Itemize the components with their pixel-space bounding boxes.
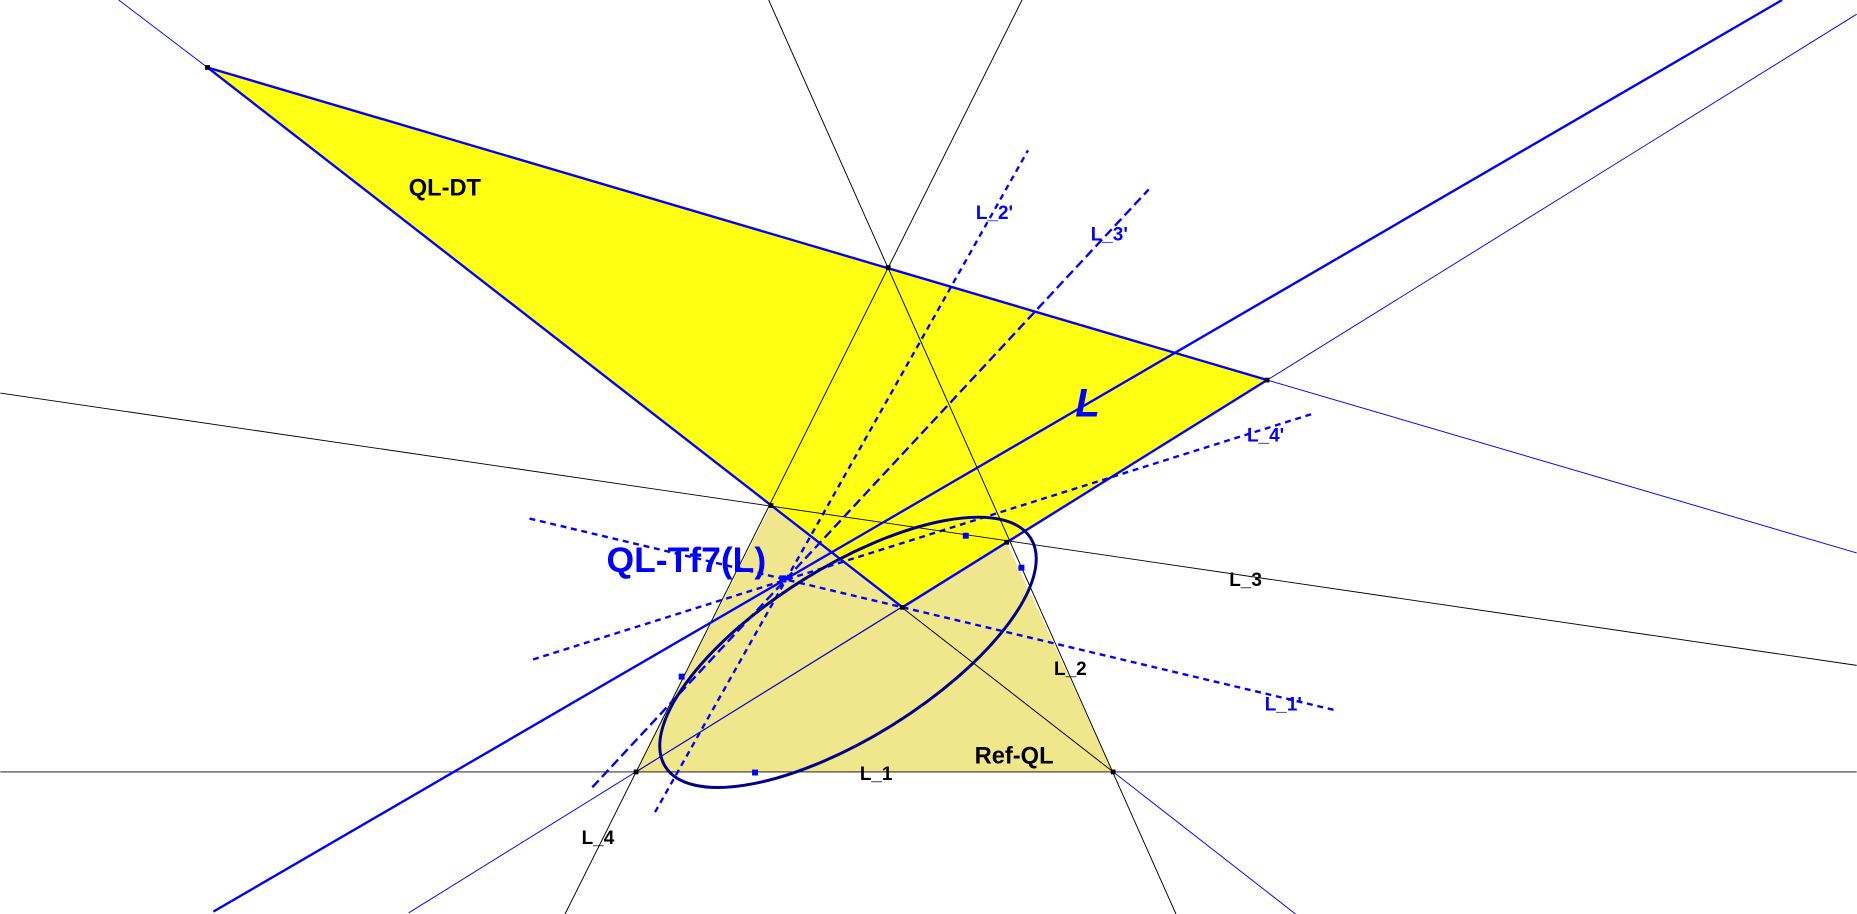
- point[interactable]: [205, 65, 210, 70]
- point[interactable]: [633, 769, 639, 775]
- label-l1-prime: L_1': [1265, 694, 1302, 715]
- label-l2-prime: L_2': [976, 203, 1013, 224]
- label-ref-ql: Ref-QL: [975, 744, 1054, 770]
- point[interactable]: [1004, 539, 1010, 545]
- label-l3-prime: L_3': [1091, 224, 1128, 245]
- label-ql-dt: QL-DT: [409, 175, 482, 201]
- label-l3: L_3: [1229, 570, 1262, 591]
- ql-dt-edge-1: [207, 66, 1268, 382]
- label-l4-prime: L_4': [1247, 426, 1284, 447]
- point[interactable]: [900, 604, 905, 610]
- tangent-point[interactable]: [752, 769, 759, 776]
- label-l4: L_4: [582, 828, 615, 849]
- line-l4: [564, 0, 1023, 914]
- line-l2: [768, 0, 1177, 914]
- ql-dt-edge-2: [206, 66, 904, 609]
- inscribed-ellipse: [658, 515, 1038, 789]
- point[interactable]: [768, 503, 774, 508]
- point[interactable]: [1110, 769, 1116, 775]
- line-l4-prime: [532, 412, 1315, 661]
- ql-dt-triangle: [207, 67, 1268, 608]
- label-line-l: L: [1075, 381, 1100, 426]
- tangent-point[interactable]: [678, 673, 685, 680]
- point[interactable]: [1264, 377, 1270, 383]
- tangent-point[interactable]: [779, 575, 787, 583]
- line-l3: [0, 392, 1857, 666]
- label-ql-tf7: QL-Tf7(L): [606, 540, 766, 580]
- label-l1: L_1: [860, 764, 893, 785]
- ql-dt-edge-3: [901, 379, 1268, 609]
- label-l2: L_2: [1054, 659, 1087, 680]
- tangent-point[interactable]: [962, 532, 969, 539]
- thin-blue-line-2: [1266, 379, 1857, 554]
- tangent-point[interactable]: [1018, 564, 1025, 571]
- line-l3-prime: [591, 188, 1150, 789]
- line-L: [212, 0, 1783, 913]
- thin-blue-line-1: [118, 0, 208, 68]
- ref-ql-quadrilateral: [636, 505, 1114, 772]
- point[interactable]: [885, 265, 891, 270]
- thin-blue-line-4: [1112, 771, 1296, 914]
- line-l2-prime: [653, 149, 1029, 813]
